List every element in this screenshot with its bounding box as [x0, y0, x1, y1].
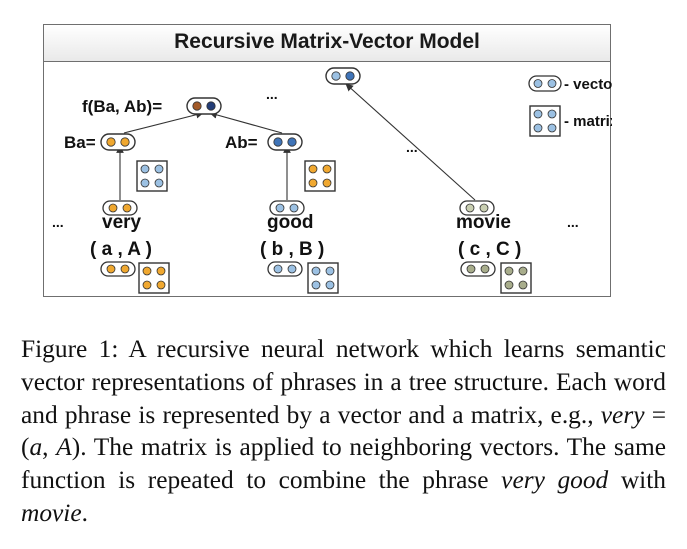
caption-ex-a: a — [29, 433, 43, 462]
word-good: good — [267, 212, 313, 233]
left-edge-ellipsis: ... — [52, 214, 64, 230]
diagram: ... f(Ba, Ab)= Ba= Ab= ... — [52, 67, 612, 294]
ab-label: Ab= — [225, 133, 258, 152]
figure-title: Recursive Matrix-Vector Model — [174, 30, 480, 53]
caption-movie: movie — [21, 498, 82, 527]
legend-vector-icon — [528, 75, 562, 92]
caption-ex-comma: , — [42, 433, 57, 462]
combined-vector — [186, 97, 222, 115]
matrix-a-mid — [136, 160, 168, 192]
very-vector-top — [102, 200, 138, 216]
edge-movie-to-root — [345, 83, 476, 201]
matrix-b-mid — [304, 160, 336, 192]
legend-matrix-icon — [529, 105, 561, 137]
word-very: very — [102, 212, 142, 233]
tree-edges — [116, 83, 476, 201]
legend-matrix-label: - matrix — [564, 113, 612, 130]
edge-ab-to-combined — [209, 111, 283, 134]
figure-caption: Figure 1: A recursive neural network whi… — [21, 333, 666, 530]
root-ellipsis: ... — [266, 86, 278, 102]
right-ellipsis: ... — [406, 139, 418, 155]
right-edge-ellipsis: ... — [567, 214, 579, 230]
ba-label: Ba= — [64, 133, 96, 152]
pair-very: ( a , A ) — [90, 239, 152, 260]
good-vector-bottom — [267, 261, 303, 277]
caption-phrase: very good — [501, 466, 609, 495]
good-vector-top — [269, 200, 305, 216]
matrix-B — [307, 262, 339, 294]
pair-good: ( b , B ) — [260, 239, 324, 260]
ba-vector — [100, 133, 136, 151]
title-band: Recursive Matrix-Vector Model — [44, 25, 610, 62]
caption-with: with — [608, 466, 666, 495]
ab-vector — [267, 133, 303, 151]
very-vector-bottom — [100, 261, 136, 277]
matrix-A — [138, 262, 170, 294]
combined-label: f(Ba, Ab)= — [82, 97, 162, 116]
root-vector — [325, 67, 361, 85]
figure-frame: Recursive Matrix-Vector Model ... f(Ba, … — [43, 24, 612, 297]
movie-vector-bottom — [460, 261, 496, 277]
edge-ba-to-combined — [123, 110, 204, 134]
matrix-C — [500, 262, 532, 294]
movie-vector-top — [459, 200, 495, 216]
legend-vector-label: - vector — [564, 76, 612, 93]
caption-ex-close: ). The matrix is applied to neighboring … — [21, 433, 666, 495]
caption-end: . — [81, 498, 88, 527]
caption-ex-eq: = ( — [21, 400, 667, 462]
caption-prefix: Figure 1: A recursive neural network whi… — [21, 335, 666, 429]
caption-ex-A: A — [56, 433, 72, 462]
pair-movie: ( c , C ) — [458, 239, 521, 260]
caption-ex-word: very — [600, 400, 645, 429]
word-movie: movie — [456, 212, 511, 233]
